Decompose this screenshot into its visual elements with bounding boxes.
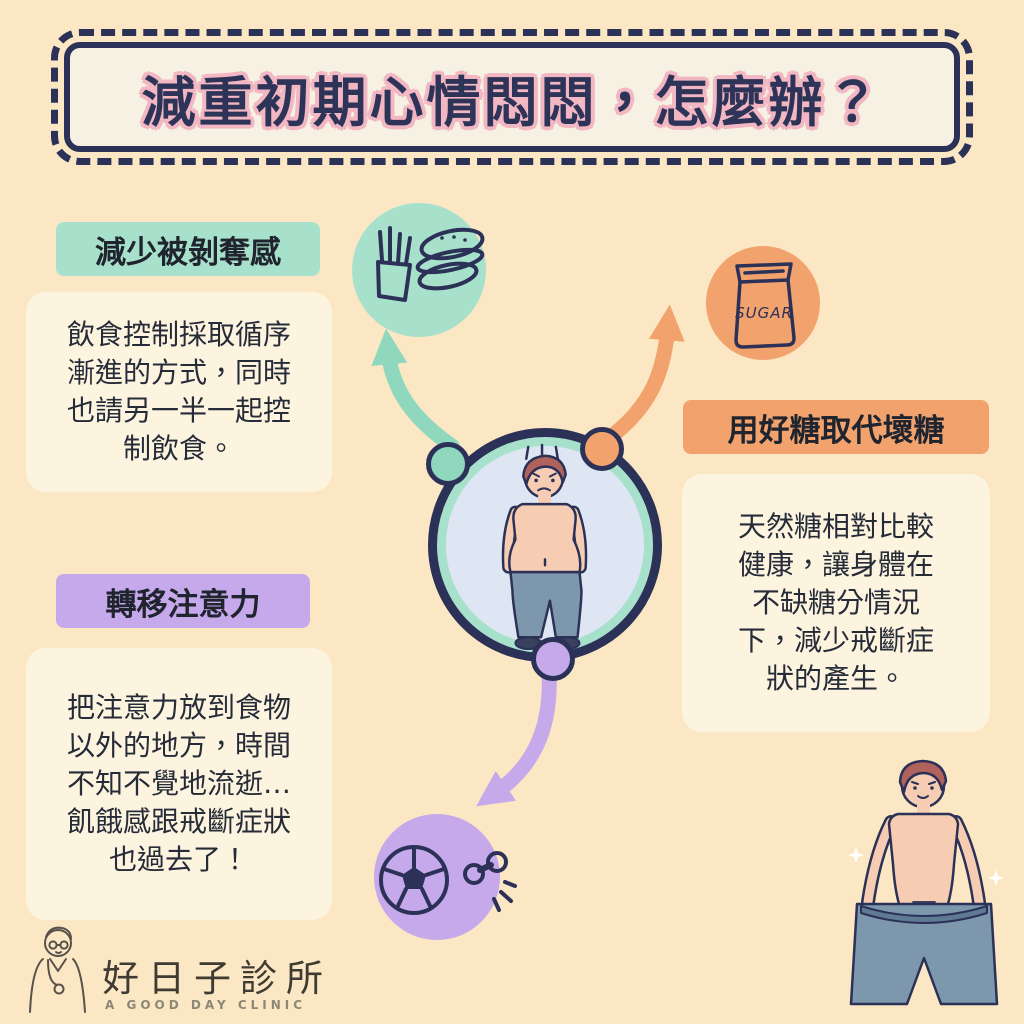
orange-arrow-icon bbox=[604, 304, 685, 444]
sugar-bag-bubble bbox=[706, 246, 820, 360]
clinic-name: 好日子診所 bbox=[102, 957, 332, 1000]
sad-man-illustration bbox=[501, 443, 588, 651]
sports-bubble bbox=[374, 814, 500, 940]
section-body-text: 天然糖相對比較健康，讓身體在不缺糖分情況下，減少戒斷症狀的產生。 bbox=[737, 510, 934, 695]
teal-node-dot bbox=[426, 442, 470, 486]
teal-arrow-icon bbox=[371, 328, 460, 454]
burger-fries-bubble bbox=[352, 203, 486, 337]
page-title: 減重初期心情悶悶，怎麼辦？ bbox=[141, 70, 883, 134]
doctor-logo-icon bbox=[29, 926, 86, 1013]
section-label-deprivation: 減少被剝奪感 bbox=[56, 222, 320, 276]
section-body-attention: 把注意力放到食物以外的地方，時間不知不覺地流逝…飢餓感跟戒斷症狀也過去了！ bbox=[26, 648, 332, 920]
purple-node-dot bbox=[531, 637, 575, 681]
title-banner: 減重初期心情悶悶，怎麼辦？ bbox=[51, 29, 973, 165]
slim-man-illustration bbox=[848, 759, 1004, 1006]
section-label-attention: 轉移注意力 bbox=[56, 574, 310, 628]
clinic-name-en: A GOOD DAY CLINIC bbox=[105, 998, 307, 1012]
section-body-text: 把注意力放到食物以外的地方，時間不知不覺地流逝…飢餓感跟戒斷症狀也過去了！ bbox=[66, 691, 291, 876]
purple-arrow-icon bbox=[476, 664, 557, 807]
orange-node-dot bbox=[580, 427, 624, 471]
section-body-deprivation: 飲食控制採取循序漸進的方式，同時也請另一半一起控制飲食。 bbox=[26, 292, 332, 492]
section-label-good-sugar: 用好糖取代壞糖 bbox=[683, 400, 989, 454]
section-body-text: 飲食控制採取循序漸進的方式，同時也請另一半一起控制飲食。 bbox=[66, 318, 291, 465]
section-body-good-sugar: 天然糖相對比較健康，讓身體在不缺糖分情況下，減少戒斷症狀的產生。 bbox=[682, 474, 990, 732]
